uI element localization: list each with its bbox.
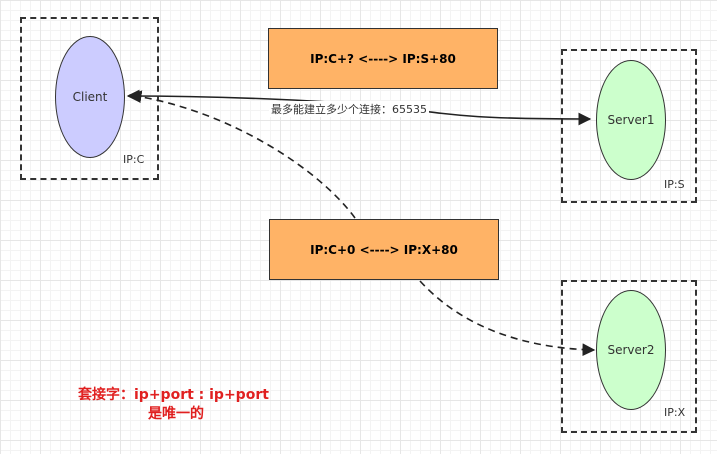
- client-node: Client: [55, 36, 125, 158]
- connection-1-text: IP:C+? <----> IP:S+80: [310, 51, 456, 66]
- socket-note: 套接字：ip+port : ip+port 是唯一的: [78, 386, 269, 424]
- server2-node: Server2: [596, 290, 666, 410]
- connection-box-2: IP:C+0 <----> IP:X+80: [269, 219, 499, 280]
- edge-client-server2-lower: [419, 280, 596, 357]
- server2-ip-label: IP:X: [664, 406, 686, 419]
- socket-note-line2: 是唯一的: [148, 406, 204, 422]
- connection-box-1: IP:C+? <----> IP:S+80: [268, 28, 498, 89]
- server2-label: Server2: [607, 343, 655, 357]
- server1-ip-label: IP:S: [664, 178, 685, 191]
- server1-label: Server1: [607, 113, 655, 127]
- connection-2-text: IP:C+0 <----> IP:X+80: [310, 242, 458, 257]
- server1-node: Server1: [596, 60, 666, 180]
- client-ip-label: IP:C: [123, 153, 145, 166]
- server1-host-frame: [561, 49, 697, 203]
- server2-host-frame: [561, 280, 697, 433]
- client-label: Client: [72, 90, 108, 104]
- socket-note-line1: 套接字：ip+port : ip+port: [78, 387, 269, 403]
- max-connections-label: 最多能建立多少个连接：65535: [269, 101, 429, 117]
- edge-client-server2-upper: [128, 90, 356, 219]
